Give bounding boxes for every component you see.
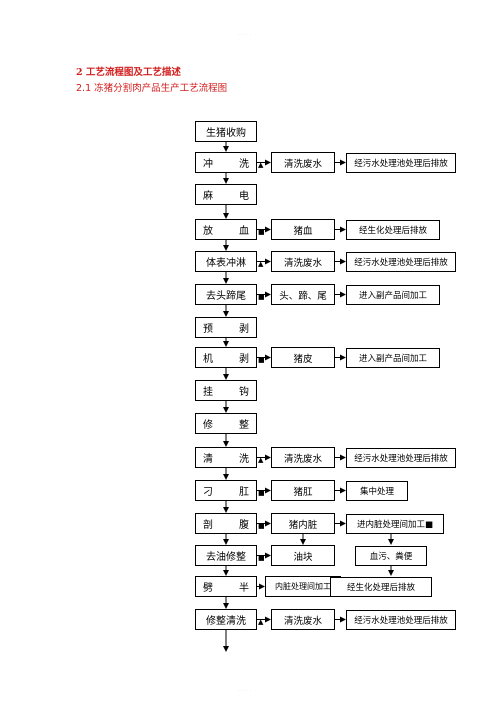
square-marker-icon: ■ (258, 554, 265, 562)
triangle-marker-icon: ▲ (258, 260, 264, 268)
disposal-box: 经污水处理池处理后排放 (346, 609, 456, 630)
step-label: 劈 半 (203, 583, 249, 594)
step-label: 刁 肛 (203, 487, 249, 498)
byproduct-box: 猪内脏 (271, 513, 335, 534)
byproduct-label: 猪肛 (293, 486, 313, 498)
step-box: 机 剥 (195, 347, 257, 368)
step-label: 修整清洗 (206, 616, 246, 627)
step-box: 去头蹄尾 (195, 284, 257, 305)
step-box: 劈 半 (195, 576, 257, 597)
byproduct-label: 清洗废水 (283, 615, 322, 627)
step-box: 麻 电 (195, 184, 257, 205)
byproduct-box: 猪血 (271, 219, 335, 240)
disposal-label: 进内脏处理间加工■ (356, 519, 434, 530)
byproduct-label: 清洗废水 (283, 453, 322, 465)
square-marker-icon: ■ (258, 522, 265, 530)
byproduct-label: 内脏处理间加工 (275, 582, 331, 591)
byproduct-label: 头、蹄、尾 (279, 290, 327, 302)
square-marker-icon: ■ (258, 489, 265, 497)
disposal-label: 经污水处理池处理后排放 (354, 453, 448, 464)
page-watermark-top: . . . . (238, 30, 252, 37)
disposal-label: 进入副产品间加工 (358, 290, 427, 301)
step-box: 放 血 (195, 219, 257, 240)
triangle-marker-icon: ▲ (258, 456, 264, 464)
disposal-box: 进入副产品间加工 (346, 284, 440, 305)
byproduct-box: 清洗废水 (271, 251, 335, 272)
step-box: 生猪收购 (195, 121, 257, 142)
step-label: 预 剥 (203, 324, 249, 335)
step-box: 清 洗 (195, 447, 257, 468)
step-box: 修整清洗 (195, 609, 257, 630)
disposal-box: 集中处理 (346, 480, 408, 501)
disposal-box: 进入副产品间加工 (346, 347, 440, 368)
triangle-marker-icon: ▲ (258, 161, 264, 169)
step-box: 体表冲淋 (195, 251, 257, 272)
step-box: 冲 洗 (195, 152, 257, 173)
disposal-box: 经污水处理池处理后排放 (346, 152, 456, 173)
disposal-label: 经生化处理后排放 (346, 582, 415, 593)
byproduct-box: 清洗废水 (271, 152, 335, 173)
disposal-box: 经生化处理后排放 (330, 576, 432, 597)
byproduct-label: 清洗废水 (283, 257, 322, 269)
byproduct-box: 清洗废水 (271, 447, 335, 468)
triangle-marker-icon: ▲ (258, 618, 264, 626)
step-label: 挂 钩 (203, 387, 249, 398)
byproduct-label: 猪皮 (293, 353, 313, 365)
step-label: 机 剥 (203, 354, 249, 365)
step-label: 放 血 (203, 226, 249, 237)
byproduct-box: 猪肛 (271, 480, 335, 501)
disposal-box: 进内脏处理间加工■ (346, 513, 444, 534)
step-label: 清 洗 (203, 454, 249, 465)
step-label: 去头蹄尾 (206, 291, 246, 302)
disposal-label: 经污水处理池处理后排放 (354, 158, 448, 169)
section-heading: 2 工艺流程图及工艺描述 (76, 67, 181, 78)
step-label: 生猪收购 (206, 128, 246, 139)
step-label: 体表冲淋 (206, 258, 246, 269)
step-label: 麻 电 (203, 191, 249, 202)
step-box: 挂 钩 (195, 380, 257, 401)
step-label: 冲 洗 (203, 159, 249, 170)
byproduct-label: 清洗废水 (283, 158, 322, 170)
step-box: 去油修整 (195, 545, 257, 566)
step-label: 修 整 (203, 420, 249, 431)
page-watermark-bottom: . . . . (238, 686, 252, 693)
disposal-label: 进入副产品间加工 (358, 353, 427, 364)
step-box: 刁 肛 (195, 480, 257, 501)
disposal-label: 经生化处理后排放 (358, 225, 427, 236)
byproduct-box: 猪皮 (271, 347, 335, 368)
disposal-box: 血污、粪便 (355, 545, 427, 566)
byproduct-label: 猪血 (293, 225, 313, 237)
step-box: 剖 腹 (195, 513, 257, 534)
step-label: 剖 腹 (203, 520, 249, 531)
byproduct-box: 头、蹄、尾 (271, 284, 335, 305)
step-box: 修 整 (195, 413, 257, 434)
disposal-label: 集中处理 (359, 486, 394, 497)
disposal-label: 血污、粪便 (369, 551, 413, 562)
square-marker-icon: ■ (258, 228, 265, 236)
subsection-heading: 2.1 冻猪分割肉产品生产工艺流程图 (76, 83, 228, 94)
disposal-box: 经污水处理池处理后排放 (346, 251, 456, 272)
byproduct-box: 油块 (271, 545, 335, 566)
byproduct-box: 清洗废水 (271, 609, 335, 630)
disposal-label: 经污水处理池处理后排放 (354, 257, 448, 268)
byproduct-label: 油块 (293, 551, 313, 563)
disposal-box: 经污水处理池处理后排放 (346, 447, 456, 468)
square-marker-icon: ■ (258, 356, 265, 364)
step-label: 去油修整 (206, 552, 246, 563)
disposal-label: 经污水处理池处理后排放 (354, 615, 448, 626)
step-box: 预 剥 (195, 317, 257, 338)
disposal-box: 经生化处理后排放 (346, 219, 440, 240)
square-marker-icon: ■ (258, 293, 265, 301)
byproduct-label: 猪内脏 (288, 519, 318, 531)
